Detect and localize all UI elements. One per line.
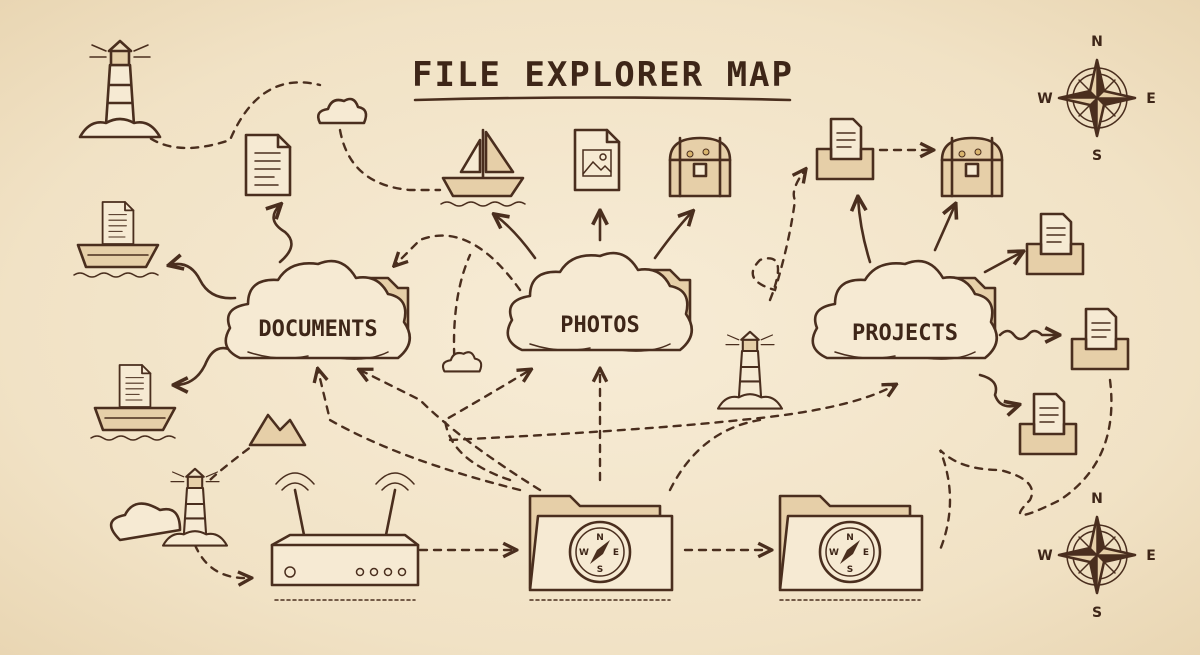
- router-icon[interactable]: [270, 472, 420, 601]
- treasure-chest-icon: [668, 136, 732, 198]
- lighthouse-icon: [161, 467, 229, 547]
- title-underline: [413, 96, 792, 102]
- dashed-routes: [138, 81, 1113, 578]
- lighthouse-icon: [716, 330, 784, 410]
- cloud-node-documents[interactable]: DOCUMENTS: [224, 259, 412, 361]
- document-tray-icon: [1025, 212, 1085, 276]
- svg-text:W: W: [1037, 548, 1052, 564]
- small-cloud-icon: [441, 351, 483, 373]
- photos-label: PHOTOS: [560, 313, 639, 338]
- projects-label: PROJECTS: [852, 321, 958, 346]
- svg-text:S: S: [1092, 605, 1102, 621]
- cloud-node-projects[interactable]: PROJECTS: [811, 259, 999, 361]
- svg-text:E: E: [1146, 548, 1156, 564]
- svg-text:N: N: [846, 533, 854, 543]
- photo-icon: [573, 128, 621, 192]
- treasure-chest-icon: [940, 136, 1004, 198]
- svg-text:S: S: [1092, 148, 1102, 164]
- cloud-node-photos[interactable]: PHOTOS: [506, 251, 694, 353]
- boat-document-icon: [74, 202, 158, 277]
- document-tray-icon: [1070, 307, 1130, 371]
- cloud-icon: [109, 502, 182, 542]
- svg-text:W: W: [829, 548, 839, 558]
- lighthouse-icon: [78, 39, 162, 139]
- document-tray-icon: [815, 117, 875, 181]
- compass-rose-icon: N E S W: [1037, 491, 1156, 621]
- boat-document-icon: [91, 365, 175, 440]
- small-cloud-icon: [316, 97, 368, 125]
- svg-text:S: S: [597, 565, 603, 575]
- svg-text:W: W: [579, 548, 589, 558]
- svg-text:S: S: [847, 565, 853, 575]
- svg-text:N: N: [1091, 34, 1103, 50]
- svg-text:E: E: [613, 548, 619, 558]
- svg-text:N: N: [596, 533, 604, 543]
- document-icon: [244, 133, 292, 197]
- svg-text:N: N: [1091, 491, 1103, 507]
- compass-folder[interactable]: N E S W: [528, 494, 674, 602]
- compass-rose-icon: N E S W: [1037, 34, 1156, 164]
- mountain-icon: [248, 413, 307, 447]
- map-title: FILE EXPLORER MAP: [412, 55, 794, 95]
- svg-text:E: E: [863, 548, 869, 558]
- compass-folder[interactable]: N E S W: [778, 494, 924, 602]
- svg-text:E: E: [1146, 91, 1156, 107]
- solid-arrows: [170, 198, 1058, 406]
- document-tray-icon: [1018, 392, 1078, 456]
- documents-label: DOCUMENTS: [258, 317, 377, 342]
- sailboat-icon: [439, 128, 527, 208]
- svg-text:W: W: [1037, 91, 1052, 107]
